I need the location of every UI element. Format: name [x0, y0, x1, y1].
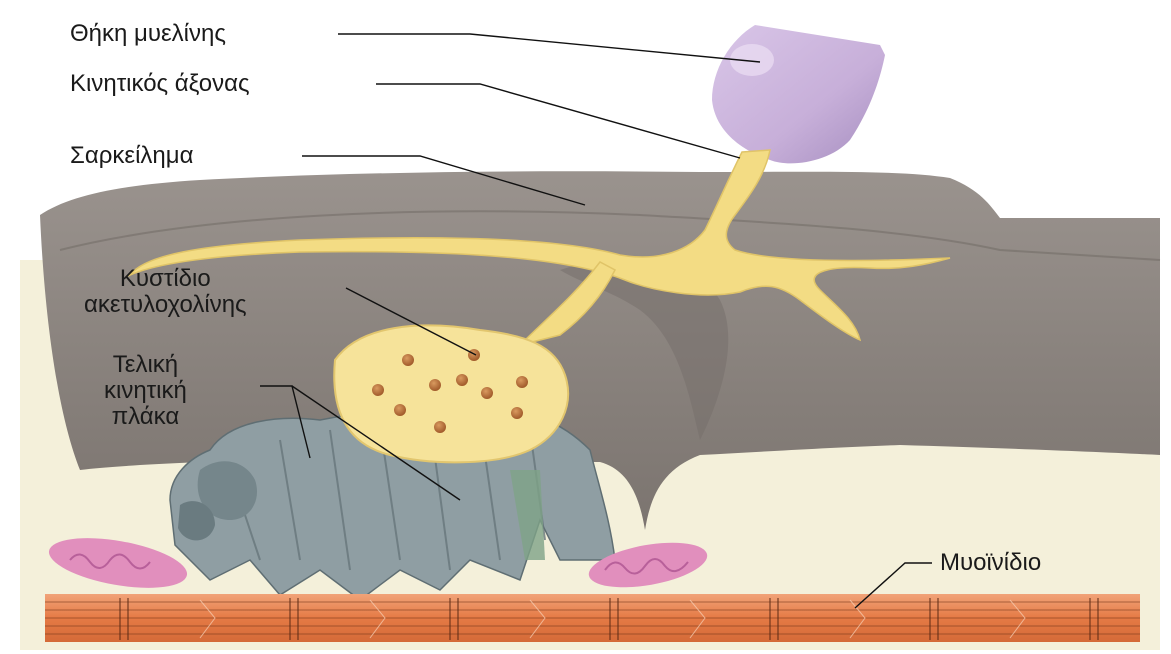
- ach-vesicle: [511, 407, 523, 419]
- ach-vesicle: [516, 376, 528, 388]
- leader-myelin: [338, 34, 760, 62]
- ach-vesicle: [468, 349, 480, 361]
- myelin-sheath: [712, 25, 885, 163]
- leader-axon: [376, 84, 740, 158]
- label-sarcolemma: Σαρκείλημα: [70, 143, 193, 169]
- label-myelin-sheath: Θήκη μυελίνης: [70, 21, 226, 47]
- label-motor-axon: Κινητικός άξονας: [70, 71, 250, 97]
- synaptic-terminal: [334, 325, 568, 462]
- ach-vesicle: [394, 404, 406, 416]
- ach-vesicle: [429, 379, 441, 391]
- label-motor-end-plate: Τελική κινητική πλάκα: [104, 352, 187, 430]
- ach-vesicle: [372, 384, 384, 396]
- label-myofibril: Μυοϊνίδιο: [940, 550, 1041, 576]
- label-ach-vesicle: Κυστίδιο ακετυλοχολίνης: [84, 266, 247, 318]
- ach-vesicle: [434, 421, 446, 433]
- ach-vesicle: [402, 354, 414, 366]
- ach-vesicle: [481, 387, 493, 399]
- myofibril: [45, 594, 1140, 642]
- ach-vesicle: [456, 374, 468, 386]
